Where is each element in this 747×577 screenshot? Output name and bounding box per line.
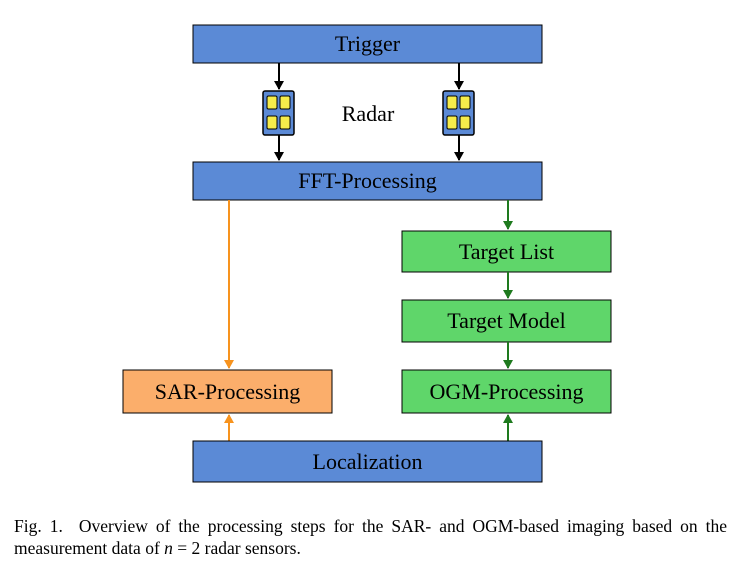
figure-caption: Fig. 1.Overview of the processing steps … — [14, 515, 727, 559]
target-model-label: Target Model — [447, 308, 565, 333]
sar-processing-box: SAR-Processing — [122, 369, 333, 414]
ogm-processing-label: OGM-Processing — [430, 379, 584, 404]
localization-label: Localization — [313, 449, 423, 474]
caption-text-part1: Overview of the processing steps for the… — [14, 516, 727, 558]
target-model-box: Target Model — [401, 299, 612, 343]
localization-box: Localization — [192, 440, 543, 483]
sar-processing-label: SAR-Processing — [155, 379, 300, 404]
caption-math-variable: n — [164, 538, 173, 558]
target-list-box: Target List — [401, 230, 612, 273]
fft-processing-label: FFT-Processing — [298, 168, 437, 193]
caption-text-part2: radar sensors. — [200, 538, 301, 558]
caption-math-rest: = 2 — [172, 538, 201, 558]
trigger-box: Trigger — [192, 24, 543, 64]
processing-flow-diagram: Trigger Radar FFT-Processing Target List — [122, 24, 612, 483]
trigger-label: Trigger — [335, 31, 401, 56]
fft-processing-box: FFT-Processing — [192, 161, 543, 201]
target-list-label: Target List — [459, 239, 554, 264]
figure-number: Fig. 1. — [14, 516, 63, 536]
radar-sensor-icon — [262, 90, 295, 136]
radar-label: Radar — [342, 101, 395, 126]
radar-sensor-icon — [442, 90, 475, 136]
ogm-processing-box: OGM-Processing — [401, 369, 612, 414]
